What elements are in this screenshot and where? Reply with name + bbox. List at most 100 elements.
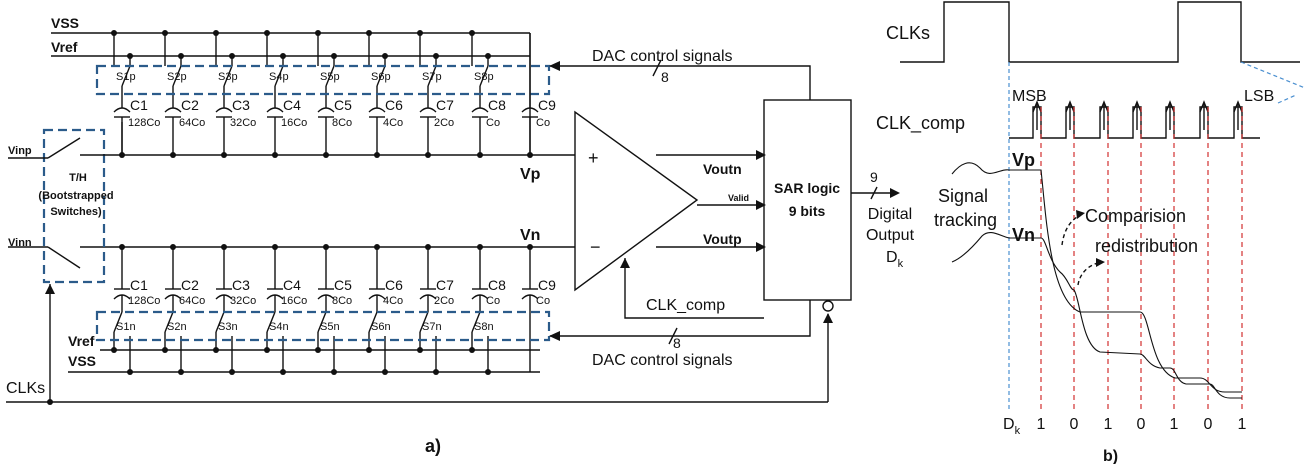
switch-bottom-2: S2n	[162, 300, 187, 375]
switch-top-8: S8p	[469, 30, 494, 98]
bit-value: 0	[1070, 416, 1079, 433]
vn-node-label: Vn	[520, 227, 540, 244]
switch-top-label: S3p	[218, 71, 238, 83]
switch-bottom-3: S3n	[213, 300, 238, 375]
th-label-2: (Bootstrapped	[38, 190, 113, 202]
cap-bottom-value: 32Co	[230, 295, 256, 307]
output-label-2: Output	[866, 227, 915, 244]
switch-bottom-label: S4n	[269, 321, 289, 333]
switch-top-5: S5p	[315, 30, 340, 98]
cap-top-value: 2Co	[434, 117, 454, 129]
vn-timing-label: Vn	[1012, 225, 1035, 245]
top-switch-group-box	[95, 64, 551, 96]
cap-top-value: 4Co	[383, 117, 403, 129]
switch-bottom-4: S4n	[264, 300, 289, 375]
cap-top-name: C5	[334, 97, 352, 113]
switch-top-6: S6p	[366, 30, 391, 98]
switch-top-label: S8p	[474, 71, 494, 83]
cap-top-1: C1 128Co	[113, 97, 160, 158]
comparision-label: Comparision	[1085, 206, 1186, 226]
signal-label: Signal	[938, 186, 988, 206]
clk-comp-label: CLK_comp	[646, 297, 725, 314]
sar-label-2: 9 bits	[789, 203, 826, 219]
panel-a-caption: a)	[425, 436, 441, 456]
bit-value: 1	[1104, 416, 1113, 433]
cap-bottom-name: C1	[130, 277, 148, 293]
switch-top-label: S2p	[167, 71, 187, 83]
vss-bottom-label: VSS	[68, 353, 96, 369]
dac-bottom-label: DAC control signals	[592, 352, 733, 369]
cap-bottom-name: C5	[334, 277, 352, 293]
cap-top-name: C1	[130, 97, 148, 113]
cap-bottom-3: C3 32Co	[215, 244, 256, 307]
cap-top-value: Co	[536, 117, 550, 129]
cap-top-value: 32Co	[230, 117, 256, 129]
vref-top-label: Vref	[51, 39, 78, 55]
cap-top-name: C6	[385, 97, 403, 113]
cap-bottom-value: 16Co	[281, 295, 307, 307]
cap-bottom-name: C3	[232, 277, 250, 293]
cap-top-name: C9	[538, 97, 556, 113]
switch-bottom-label: S5n	[320, 321, 340, 333]
sar-logic-block	[763, 99, 852, 301]
cap-top-value: 16Co	[281, 117, 307, 129]
cap-bottom-name: C7	[436, 277, 454, 293]
switch-bottom-label: S6n	[371, 321, 391, 333]
dac-top-label: DAC control signals	[592, 48, 733, 65]
clks-timing-label: CLKs	[886, 23, 930, 43]
bottom-switch-array: S1n S2n S3n S4n S5n S6n S7n S8n	[111, 300, 494, 375]
dk-label: Dk	[1003, 416, 1021, 437]
cap-top-name: C8	[488, 97, 506, 113]
cap-top-value: 128Co	[128, 117, 160, 129]
vref-bottom-label: Vref	[68, 333, 95, 349]
switch-bottom-5: S5n	[315, 300, 340, 375]
cap-top-name: C7	[436, 97, 454, 113]
switch-top-4: S4p	[264, 30, 289, 98]
tracking-label: tracking	[934, 210, 997, 230]
cap-bottom-4: C4 16Co	[266, 244, 307, 307]
switch-bottom-label: S7n	[422, 321, 442, 333]
switch-bottom-1: S1n	[111, 300, 136, 375]
switch-bottom-label: S3n	[218, 321, 238, 333]
panel-b-caption: b)	[1103, 448, 1118, 464]
output-label-3: Dk	[886, 249, 904, 270]
sar-clock-input	[822, 300, 834, 312]
switch-bottom-label: S2n	[167, 321, 187, 333]
cap-top-value: Co	[486, 117, 500, 129]
th-label-1: T/H	[69, 172, 87, 184]
cap-bottom-value: Co	[486, 295, 500, 307]
clks-waveform	[900, 1, 1300, 63]
voutn-label: Voutn	[703, 161, 742, 177]
bit-value: 0	[1204, 416, 1213, 433]
msb-label: MSB	[1012, 88, 1047, 105]
voutp-label: Voutp	[703, 231, 742, 247]
redistribution-label: redistribution	[1095, 236, 1198, 256]
cap-bottom-name: C4	[283, 277, 301, 293]
cap-top-name: C3	[232, 97, 250, 113]
switch-top-label: S6p	[371, 71, 391, 83]
vinn-switch	[47, 246, 81, 269]
cap-bottom-value: 2Co	[434, 295, 454, 307]
switch-bottom-label: S8n	[474, 321, 494, 333]
clk-comp-timing-label: CLK_comp	[876, 113, 965, 134]
cap-bottom-value: Co	[536, 295, 550, 307]
panel-b: CLKs MSB LSB CLK_comp Vp Vn Signal track…	[876, 1, 1306, 464]
clks-label: CLKs	[6, 380, 45, 397]
comparator	[574, 110, 699, 292]
dac-bottom-width: 8	[673, 335, 681, 351]
vinp-label: Vinp	[8, 145, 32, 157]
switch-top-3: S3p	[213, 30, 238, 98]
th-label-3: Switches)	[50, 206, 102, 218]
cap-bottom-value: 64Co	[179, 295, 205, 307]
switch-top-2: S2p	[162, 30, 187, 98]
